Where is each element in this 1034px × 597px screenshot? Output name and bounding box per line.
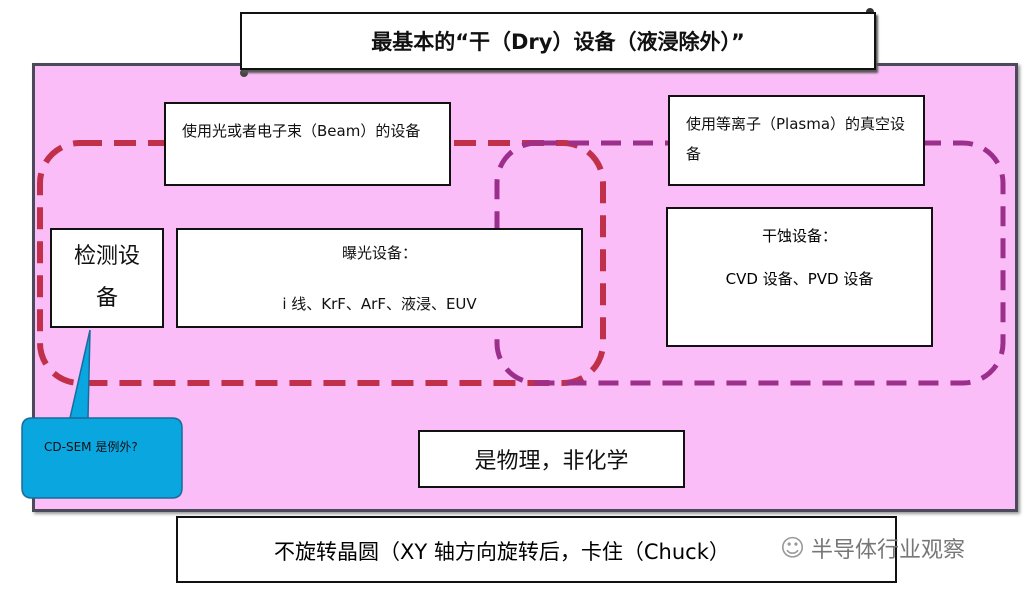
- etch-title: 干蚀设备：: [761, 227, 837, 245]
- callout-bubble: [21, 329, 183, 499]
- watermark: ☺ 半导体行业观察: [780, 532, 965, 564]
- wechat-icon: ☺: [780, 534, 806, 562]
- no-wafer-rotation-box: 不旋转晶圆（XY 轴方向旋转后，卡住（Chuck）: [176, 516, 897, 583]
- inspection-equipment-box: 检测设备: [50, 228, 164, 328]
- title-nub: [240, 69, 248, 77]
- physical-not-chemical-box: 是物理，非化学: [418, 430, 685, 488]
- dry-etch-equipment-box: 干蚀设备： CVD 设备、PVD 设备: [666, 207, 933, 347]
- exposure-equipment-box: 曝光设备： i 线、KrF、ArF、液浸、EUV: [176, 228, 583, 328]
- page-title: 最基本的“干（Dry）设备（液浸除外）”: [240, 12, 876, 70]
- cd-sem-callout-text: CD-SEM 是例外?: [44, 440, 138, 454]
- plasma-equipment-label: 使用等离子（Plasma）的真空设备: [668, 95, 925, 186]
- exposure-title: 曝光设备：: [341, 244, 417, 262]
- watermark-text: 半导体行业观察: [811, 538, 966, 563]
- etch-detail: CVD 设备、PVD 设备: [725, 270, 874, 288]
- exposure-detail: i 线、KrF、ArF、液浸、EUV: [282, 295, 477, 313]
- beam-equipment-label: 使用光或者电子束（Beam）的设备: [164, 102, 451, 186]
